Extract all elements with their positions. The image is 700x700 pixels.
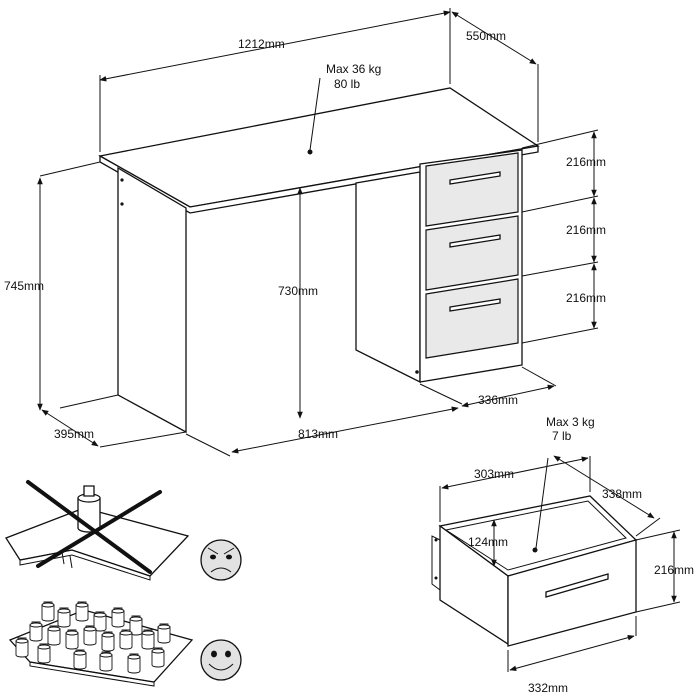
drawer-handle-3 bbox=[449, 298, 501, 312]
drawer-inner-height-label: 124mm bbox=[468, 535, 508, 549]
drawer-handle-1 bbox=[449, 171, 501, 185]
drawer-2 bbox=[425, 215, 519, 291]
drawer-1-height-label: 216mm bbox=[566, 155, 606, 169]
desk-depth-label: 550mm bbox=[466, 29, 506, 43]
distributed-load-illustration bbox=[8, 601, 194, 687]
left-side-panel bbox=[117, 166, 187, 434]
loading-guide bbox=[5, 480, 242, 687]
desk-load-label-lb: 80 lb bbox=[334, 77, 360, 91]
desk-left-depth-label: 395mm bbox=[54, 427, 94, 441]
drawer-detail-handle bbox=[545, 573, 609, 598]
smiling-face-icon bbox=[200, 639, 242, 681]
drawer-3 bbox=[425, 278, 519, 359]
desk-illustration: 1212mm 550mm Max 36 kg 80 lb 745mm 730mm… bbox=[4, 8, 606, 457]
drawer-front-width-label: 332mm bbox=[528, 681, 568, 695]
drawer-unit-width-label: 336mm bbox=[478, 393, 518, 407]
drawer-3-height-label: 216mm bbox=[566, 291, 606, 305]
drawer-2-height-label: 216mm bbox=[566, 223, 606, 237]
desk-knee-height-label: 730mm bbox=[278, 284, 318, 298]
drawer-unit-side bbox=[355, 171, 421, 384]
drawer-handle-2 bbox=[449, 234, 501, 248]
drawer-inner-width-label: 303mm bbox=[474, 467, 514, 481]
drawer-1 bbox=[425, 152, 519, 227]
drawer-load-label-lb: 7 lb bbox=[552, 429, 572, 443]
desk-knee-width-label: 813mm bbox=[298, 427, 338, 441]
desk-total-height-label: 745mm bbox=[4, 279, 44, 293]
drawer-inner-depth-label: 338mm bbox=[602, 487, 642, 501]
desk-load-label-kg: Max 36 kg bbox=[326, 62, 381, 76]
drawer-front-height-label: 216mm bbox=[654, 563, 694, 577]
concentrated-load-illustration bbox=[5, 480, 190, 581]
drawer-detail-illustration: Max 3 kg 7 lb 303mm 338mm 124mm 216mm 33… bbox=[431, 415, 694, 695]
angry-face-icon bbox=[200, 539, 242, 581]
drawer-load-label-kg: Max 3 kg bbox=[546, 415, 595, 429]
desk-width-label: 1212mm bbox=[238, 37, 285, 51]
